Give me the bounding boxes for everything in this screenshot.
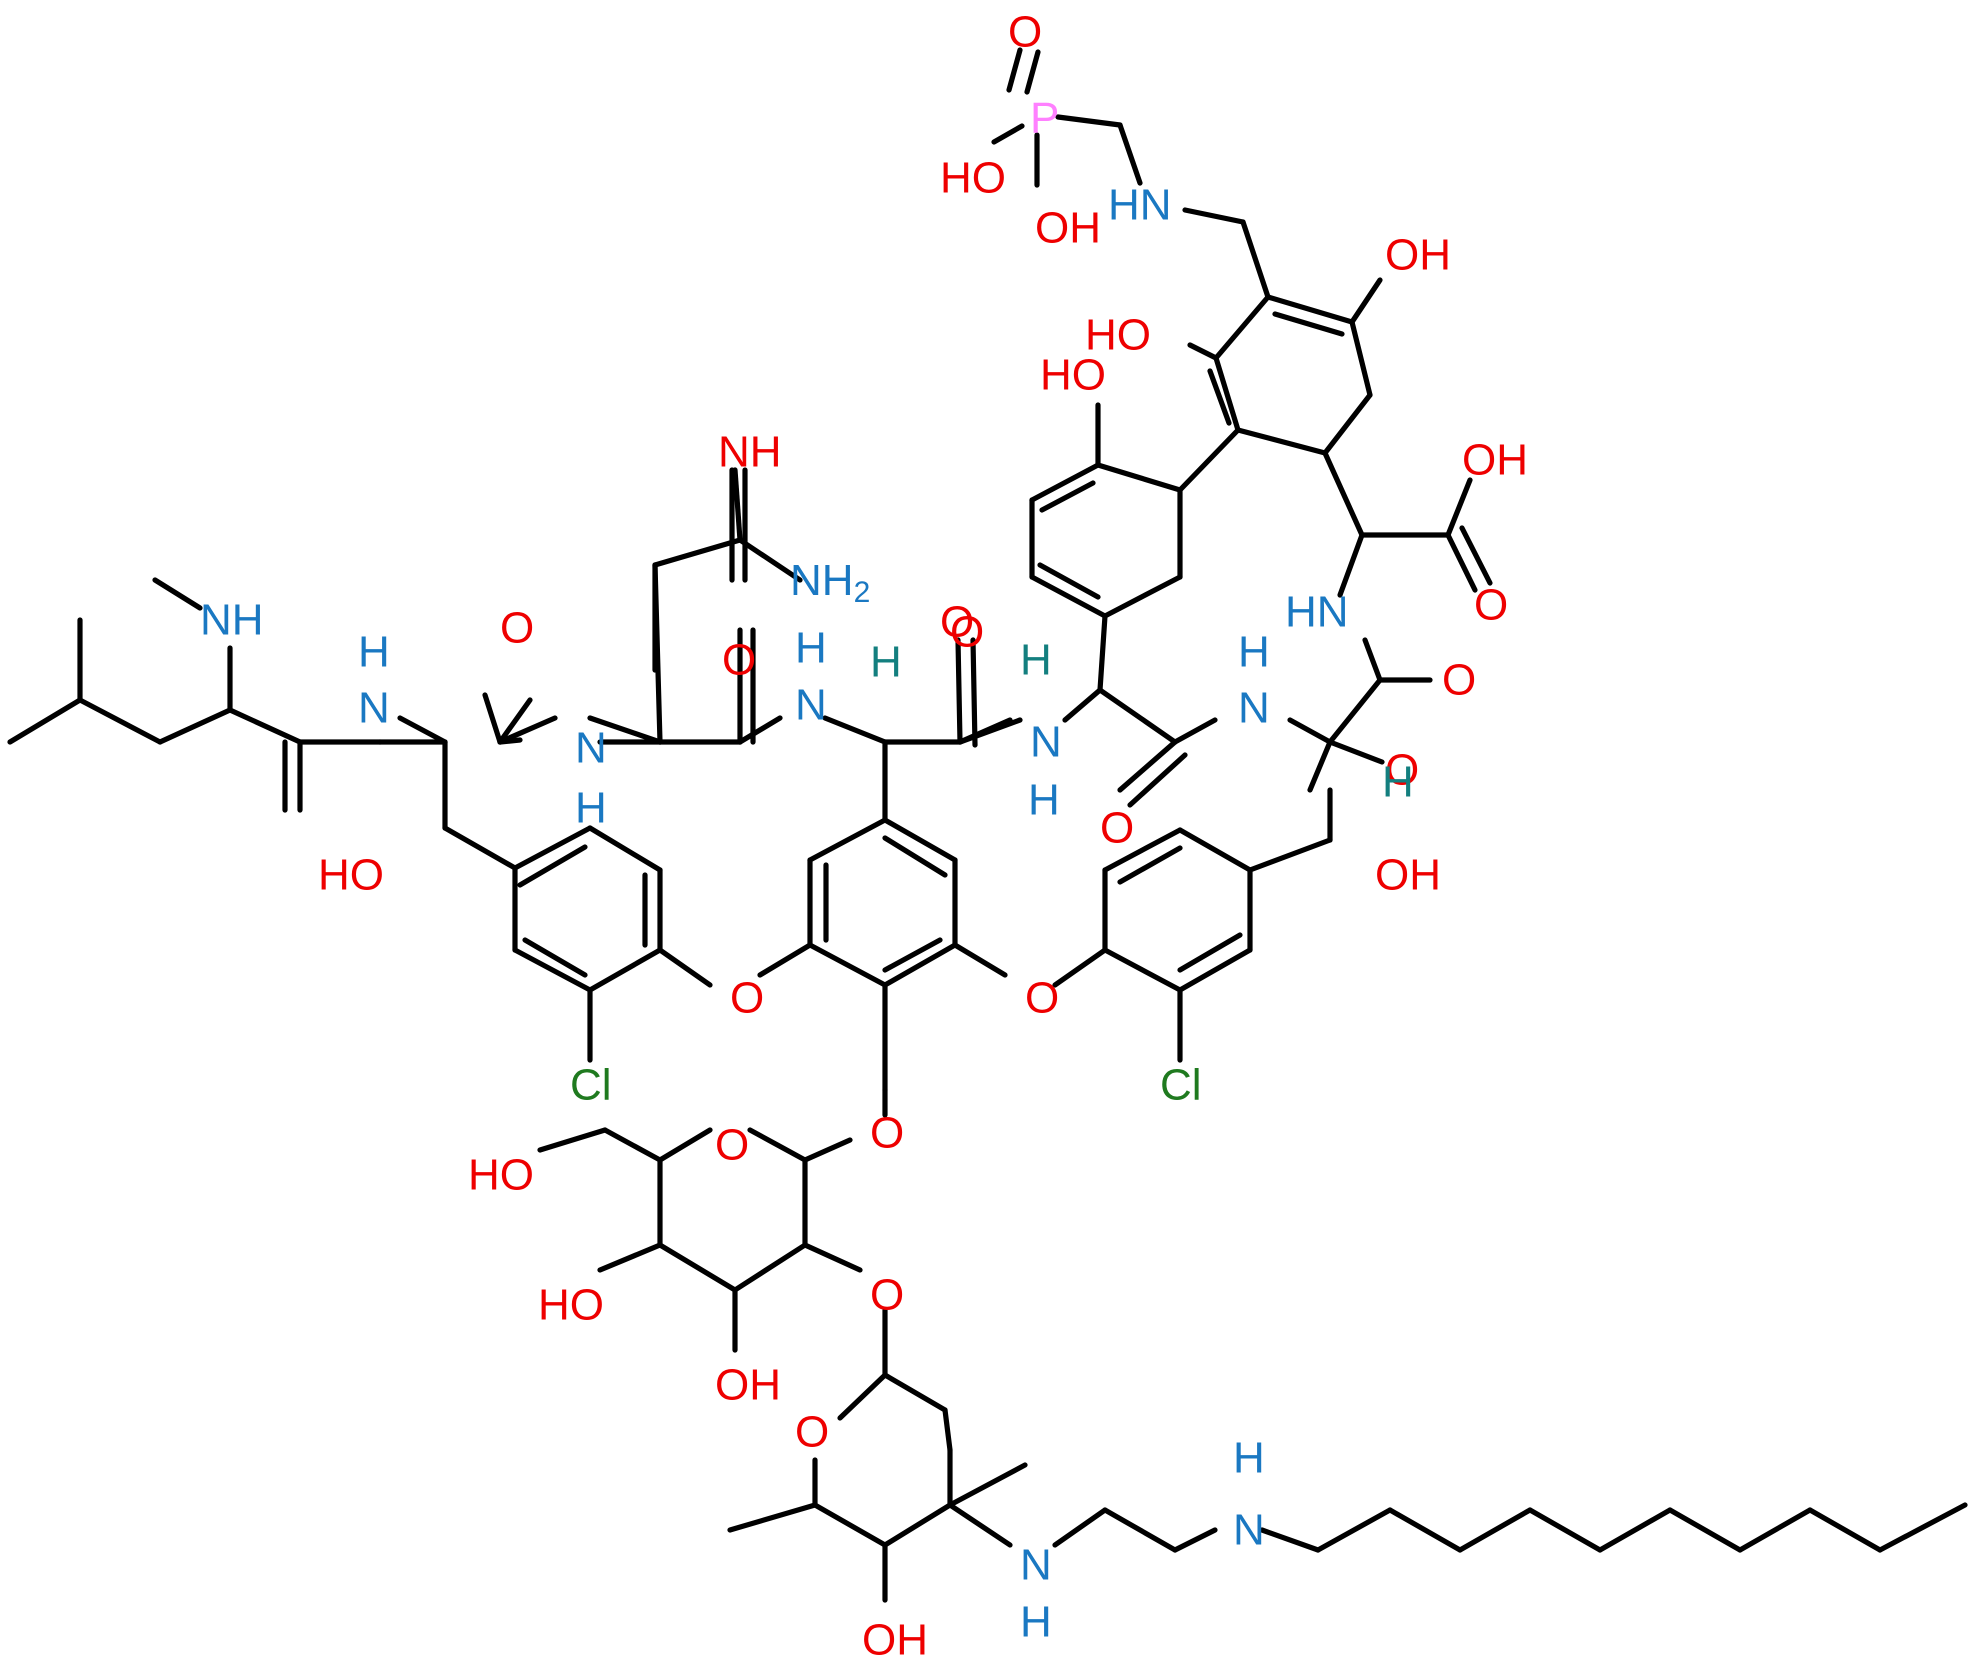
atom-label: H <box>575 784 607 833</box>
nh2-main: NH <box>790 556 854 605</box>
nh2-subscript: 2 <box>854 576 871 609</box>
atom-label: H <box>1233 1434 1265 1483</box>
atom-label: N <box>575 724 607 773</box>
atom-label: NH2 <box>790 556 870 609</box>
atom-label: HO <box>468 1151 534 1200</box>
atom-label: OH <box>1375 851 1441 900</box>
atom-label: O <box>1474 581 1508 630</box>
atom-label: H <box>870 638 902 687</box>
atom-label: N <box>358 684 390 733</box>
atom-label: P <box>1030 94 1059 143</box>
atom-label: O <box>940 598 974 647</box>
atom-label: O <box>870 1271 904 1320</box>
atom-label: H <box>358 628 390 677</box>
atom-label: H <box>1020 1598 1052 1647</box>
atom-label: H <box>1028 776 1060 825</box>
atom-label: O <box>722 636 756 685</box>
atom-label: O <box>1100 804 1134 853</box>
atom-label: N <box>795 681 827 730</box>
atom-label: O <box>500 604 534 653</box>
atom-label: O <box>1008 8 1042 57</box>
atom-label: N <box>1020 1541 1052 1590</box>
atom-label: OH <box>1035 204 1101 253</box>
atom-label: Cl <box>570 1061 612 1110</box>
atom-label: N <box>1030 718 1062 767</box>
atom-label: O <box>715 1121 749 1170</box>
atom-label: O <box>730 974 764 1023</box>
atom-label: OH <box>715 1361 781 1410</box>
atom-label: HO <box>1085 311 1151 360</box>
atom-label: O <box>870 1109 904 1158</box>
atom-label: Cl <box>1160 1061 1202 1110</box>
atom-label: OH <box>862 1616 928 1665</box>
atom-label: H <box>1382 758 1414 807</box>
atom-label: N <box>1238 684 1270 733</box>
atom-label: O <box>1025 974 1059 1023</box>
atom-label: O <box>950 608 984 657</box>
atom-label: HO <box>940 154 1006 203</box>
atom-label: O <box>795 1408 829 1457</box>
atom-labels: O P HO OH HN OH HO HO OH O NH NH2 HN O N… <box>200 8 1528 1665</box>
atom-label: OH <box>1385 231 1451 280</box>
atom-label: H <box>1020 636 1052 685</box>
atom-label: NH <box>718 428 782 477</box>
atom-label: HO <box>318 851 384 900</box>
atom-label: HO <box>538 1281 604 1330</box>
atom-label: HN <box>1108 181 1172 230</box>
atom-label: O <box>1442 656 1476 705</box>
atom-label: N <box>1233 1506 1265 1555</box>
atom-label: NH <box>200 596 264 645</box>
atom-label: O <box>1385 746 1419 795</box>
atom-label: H <box>1238 628 1270 677</box>
atom-label: HN <box>1285 588 1349 637</box>
atom-label: H <box>795 624 827 673</box>
atom-label: OH <box>1462 436 1528 485</box>
atom-label: HO <box>1040 351 1106 400</box>
bond-lines <box>7 47 1968 1603</box>
